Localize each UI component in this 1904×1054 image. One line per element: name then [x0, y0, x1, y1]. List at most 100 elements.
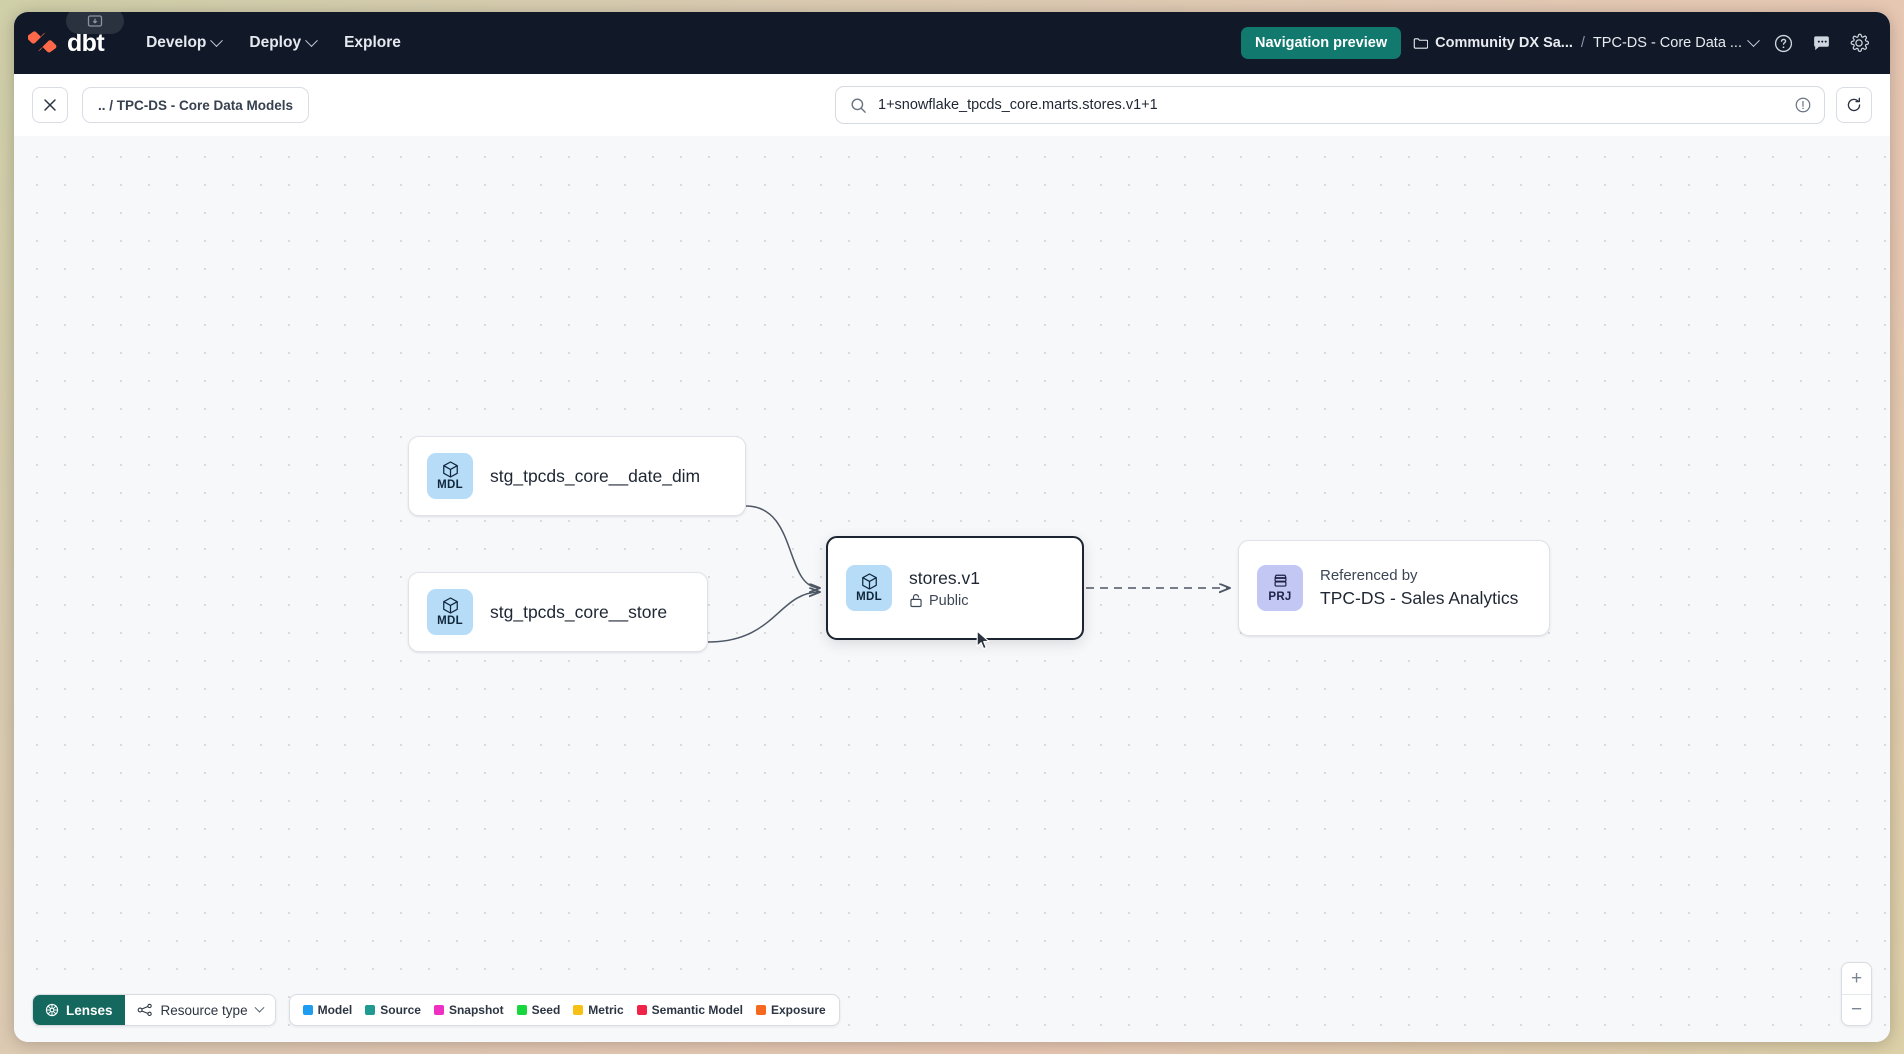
nav-item-deploy-label: Deploy [249, 34, 302, 51]
legend-label: Exposure [771, 1003, 826, 1017]
breadcrumb-separator: / [1580, 35, 1585, 51]
resource-type-label: Resource type [160, 1002, 248, 1018]
project-breadcrumb-pill[interactable]: .. / TPC-DS - Core Data Models [82, 87, 310, 123]
model-badge: MDL [846, 565, 892, 611]
feedback-chat-icon[interactable] [1808, 30, 1834, 56]
legend-item-exposure[interactable]: Exposure [756, 1003, 826, 1017]
close-button[interactable] [32, 87, 68, 123]
node-access-label: Public [929, 592, 969, 609]
lineage-graph-canvas[interactable]: MDL stg_tpcds_core__date_dim MDL stg_tpc… [14, 136, 1890, 1042]
legend-swatch [433, 1005, 444, 1015]
legend-swatch [573, 1005, 584, 1015]
edge-date-dim-to-stores [745, 505, 820, 588]
search-group [835, 86, 1872, 124]
edge-store-to-stores [707, 592, 820, 643]
resource-type-legend: Model Source Snapshot Seed Metric [288, 994, 840, 1026]
graph-bottom-bar: Lenses Resource type Model [32, 994, 840, 1026]
model-badge-label: MDL [856, 591, 882, 604]
nav-item-develop[interactable]: Develop [134, 27, 233, 59]
legend-label: Seed [531, 1003, 561, 1017]
model-badge: MDL [427, 453, 473, 499]
browser-tab-nub [66, 12, 124, 34]
nav-item-explore[interactable]: Explore [332, 27, 413, 59]
nav-item-explore-label: Explore [344, 34, 401, 51]
cube-icon [442, 461, 458, 478]
legend-label: Source [380, 1003, 421, 1017]
zoom-controls: + − [1841, 962, 1872, 1026]
breadcrumb-project-label: TPC-DS - Core Data ... [1592, 35, 1742, 51]
search-input[interactable] [878, 97, 1783, 113]
legend-item-semantic-model[interactable]: Semantic Model [636, 1003, 743, 1017]
legend-label: Metric [588, 1003, 624, 1017]
primary-nav: Develop Deploy Explore [134, 27, 413, 59]
legend-swatch [636, 1005, 647, 1015]
legend-item-seed[interactable]: Seed [516, 1003, 561, 1017]
lenses-label: Lenses [66, 1002, 113, 1018]
node-title: TPC-DS - Sales Analytics [1320, 588, 1519, 608]
breadcrumb-account-label: Community DX Sa... [1435, 35, 1573, 51]
explore-toolbar: .. / TPC-DS - Core Data Models [14, 74, 1890, 136]
top-bar-right-group: Navigation preview Community DX Sa... / … [1240, 27, 1872, 59]
node-title: stg_tpcds_core__store [490, 601, 668, 622]
graph-node-model[interactable]: MDL stg_tpcds_core__date_dim [408, 436, 746, 516]
gear-icon[interactable] [1846, 30, 1872, 56]
legend-swatch [365, 1005, 376, 1015]
refresh-icon [1847, 97, 1861, 112]
folder-icon [1413, 37, 1429, 49]
search-box[interactable] [835, 86, 1825, 124]
legend-label: Semantic Model [651, 1003, 743, 1017]
close-icon [44, 99, 56, 111]
lenses-button[interactable]: Lenses [33, 995, 125, 1025]
legend-label: Snapshot [448, 1003, 504, 1017]
model-badge-label: MDL [437, 479, 463, 492]
cube-icon [442, 597, 458, 614]
graph-node-model[interactable]: MDL stg_tpcds_core__store [408, 572, 708, 652]
project-badge: PRJ [1257, 565, 1303, 611]
brand-name: dbt [67, 28, 105, 57]
zoom-in-button[interactable]: + [1850, 967, 1863, 989]
lens-control-group: Lenses Resource type [32, 994, 276, 1026]
app-window: dbt Develop Deploy Explore Navigation pr… [14, 12, 1890, 1042]
node-body: stores.v1 Public [909, 568, 980, 609]
resource-type-dropdown[interactable]: Resource type [124, 995, 275, 1025]
nav-item-develop-label: Develop [146, 34, 207, 51]
nav-item-deploy[interactable]: Deploy [237, 27, 328, 59]
legend-item-snapshot[interactable]: Snapshot [433, 1003, 504, 1017]
tab-icon [87, 15, 103, 27]
breadcrumb-project[interactable]: TPC-DS - Core Data ... [1592, 33, 1760, 51]
info-circle-icon[interactable] [1794, 96, 1812, 114]
breadcrumb-account[interactable]: Community DX Sa... [1413, 35, 1573, 51]
node-body: stg_tpcds_core__date_dim [490, 466, 700, 487]
graph-node-selected-model[interactable]: MDL stores.v1 Public [826, 536, 1084, 640]
node-title: stores.v1 [909, 567, 980, 588]
search-icon [851, 97, 866, 113]
cube-icon [861, 573, 877, 590]
refresh-button[interactable] [1836, 87, 1872, 123]
legend-item-metric[interactable]: Metric [573, 1003, 624, 1017]
chevron-down-icon [305, 33, 318, 47]
dbt-logo[interactable]: dbt [28, 28, 105, 58]
model-badge: MDL [427, 589, 473, 635]
legend-swatch [516, 1005, 527, 1015]
legend-item-model[interactable]: Model [302, 1003, 353, 1017]
navigation-preview-button[interactable]: Navigation preview [1240, 27, 1402, 59]
lens-aperture-icon [45, 1003, 59, 1017]
legend-swatch [302, 1005, 313, 1015]
node-access-row: Public [909, 593, 980, 609]
chevron-down-icon [1747, 33, 1760, 47]
top-navigation-bar: dbt Develop Deploy Explore Navigation pr… [14, 12, 1890, 74]
node-title: stg_tpcds_core__date_dim [490, 465, 701, 486]
help-circle-icon[interactable] [1770, 30, 1796, 56]
unlock-icon [910, 594, 922, 608]
project-badge-label: PRJ [1268, 591, 1292, 604]
node-body: stg_tpcds_core__store [490, 602, 667, 623]
legend-item-source[interactable]: Source [365, 1003, 421, 1017]
legend-label: Model [317, 1003, 353, 1017]
node-kicker: Referenced by [1320, 567, 1418, 584]
model-badge-label: MDL [437, 615, 463, 628]
layers-stack-icon [1273, 574, 1287, 587]
chevron-down-icon [254, 1002, 265, 1013]
breadcrumb: Community DX Sa... / TPC-DS - Core Data … [1413, 33, 1760, 51]
graph-node-project[interactable]: PRJ Referenced by TPC-DS - Sales Analyti… [1238, 540, 1550, 636]
zoom-out-button[interactable]: − [1842, 994, 1871, 1025]
